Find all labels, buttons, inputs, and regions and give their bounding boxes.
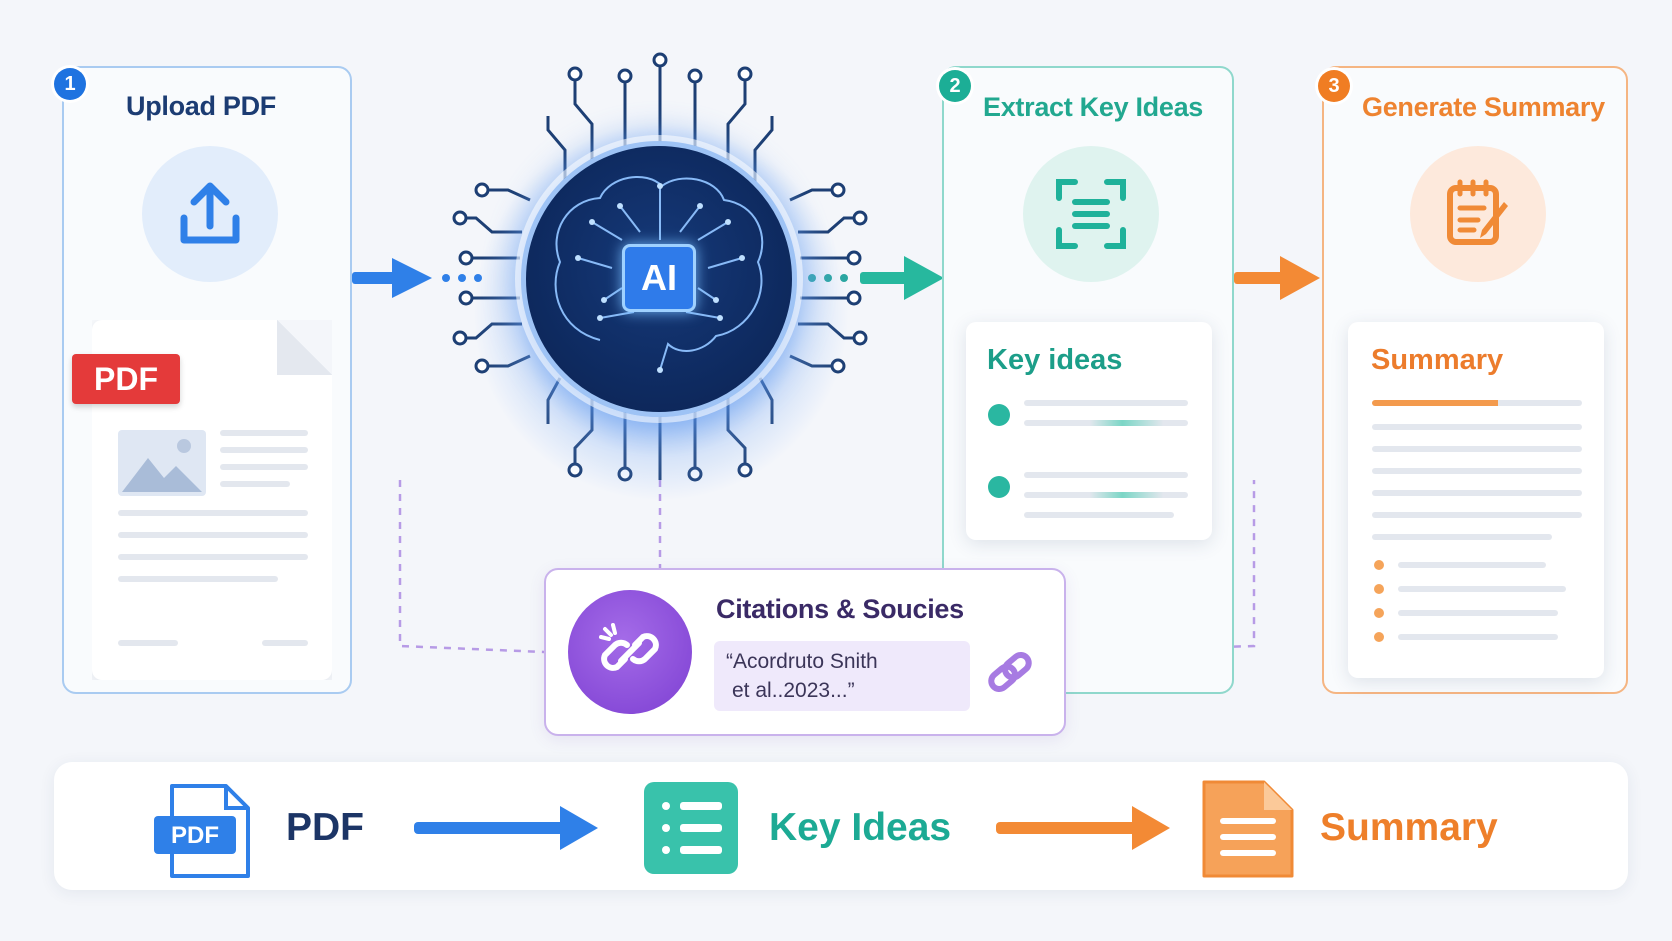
scan-text-icon[interactable]: [1023, 146, 1159, 282]
doc-line: [220, 430, 308, 436]
doc-line: [118, 510, 308, 516]
text-line: [1398, 562, 1546, 568]
arrow-upload-to-ai: [352, 258, 482, 298]
doc-line: [220, 464, 308, 470]
summary-document-icon: [1202, 780, 1294, 878]
extract-step-title: Extract Key Ideas: [983, 92, 1204, 122]
upload-step-title: Upload PDF: [126, 91, 276, 121]
doc-line: [118, 532, 308, 538]
text-line: [1372, 424, 1582, 430]
text-line: [1024, 512, 1174, 518]
doc-line: [118, 640, 178, 646]
key-ideas-box: [966, 322, 1212, 540]
doc-line: [118, 554, 308, 560]
step-number-3: 3: [1318, 70, 1350, 102]
arrow-extract-to-summary: [1234, 256, 1320, 300]
summary-title: Summary: [1371, 344, 1504, 376]
step-number-2: 2: [939, 70, 971, 102]
text-line: [1398, 610, 1558, 616]
text-line: [1024, 472, 1188, 478]
flow-label-pdf: PDF: [286, 806, 364, 849]
notepad-pen-icon[interactable]: [1410, 146, 1546, 282]
summary-box: [1348, 322, 1604, 678]
flow-label-summary: Summary: [1320, 806, 1498, 849]
pdf-file-icon: PDF: [154, 784, 250, 878]
text-line: [1372, 446, 1582, 452]
ai-chip: AI: [622, 244, 696, 312]
upload-icon[interactable]: [142, 146, 278, 282]
text-line: [1398, 634, 1558, 640]
text-line: [1398, 586, 1566, 592]
pdf-badge: PDF: [72, 354, 180, 404]
bullet-dot: [1374, 584, 1384, 594]
image-placeholder-icon: [118, 430, 206, 496]
doc-line: [220, 481, 290, 487]
citation-quote-box: [714, 641, 970, 711]
pdf-file-icon-label: PDF: [171, 822, 219, 849]
text-line: [1372, 534, 1552, 540]
list-icon: [644, 782, 738, 874]
flow-arrow-1: [414, 806, 598, 850]
citation-quote-line-2: et al..2023...”: [732, 679, 855, 702]
text-line: [1024, 400, 1188, 406]
doc-line: [220, 447, 308, 453]
text-line: [1372, 468, 1582, 474]
key-ideas-title: Key ideas: [987, 344, 1123, 376]
progress-line: [1372, 400, 1582, 406]
step-number-1: 1: [54, 68, 86, 100]
text-line: [1372, 490, 1582, 496]
flow-summary-bar: [54, 762, 1628, 890]
doc-line: [262, 640, 308, 646]
link-icon: [568, 590, 692, 714]
bullet-dot: [988, 404, 1010, 426]
citation-quote-line-1: “Acordruto Snith: [726, 650, 878, 673]
citations-title: Citations & Soucies: [716, 594, 964, 624]
bullet-dot: [988, 476, 1010, 498]
highlight-line: [1024, 420, 1188, 426]
highlight-line: [1024, 492, 1188, 498]
flow-arrow-2: [996, 806, 1170, 850]
summary-step-title: Generate Summary: [1362, 92, 1605, 122]
bullet-dot: [1374, 608, 1384, 618]
document-fold: [277, 320, 332, 375]
doc-line: [118, 576, 278, 582]
flow-label-key-ideas: Key Ideas: [769, 806, 952, 849]
text-line: [1372, 512, 1582, 518]
bullet-dot: [1374, 632, 1384, 642]
bullet-dot: [1374, 560, 1384, 570]
